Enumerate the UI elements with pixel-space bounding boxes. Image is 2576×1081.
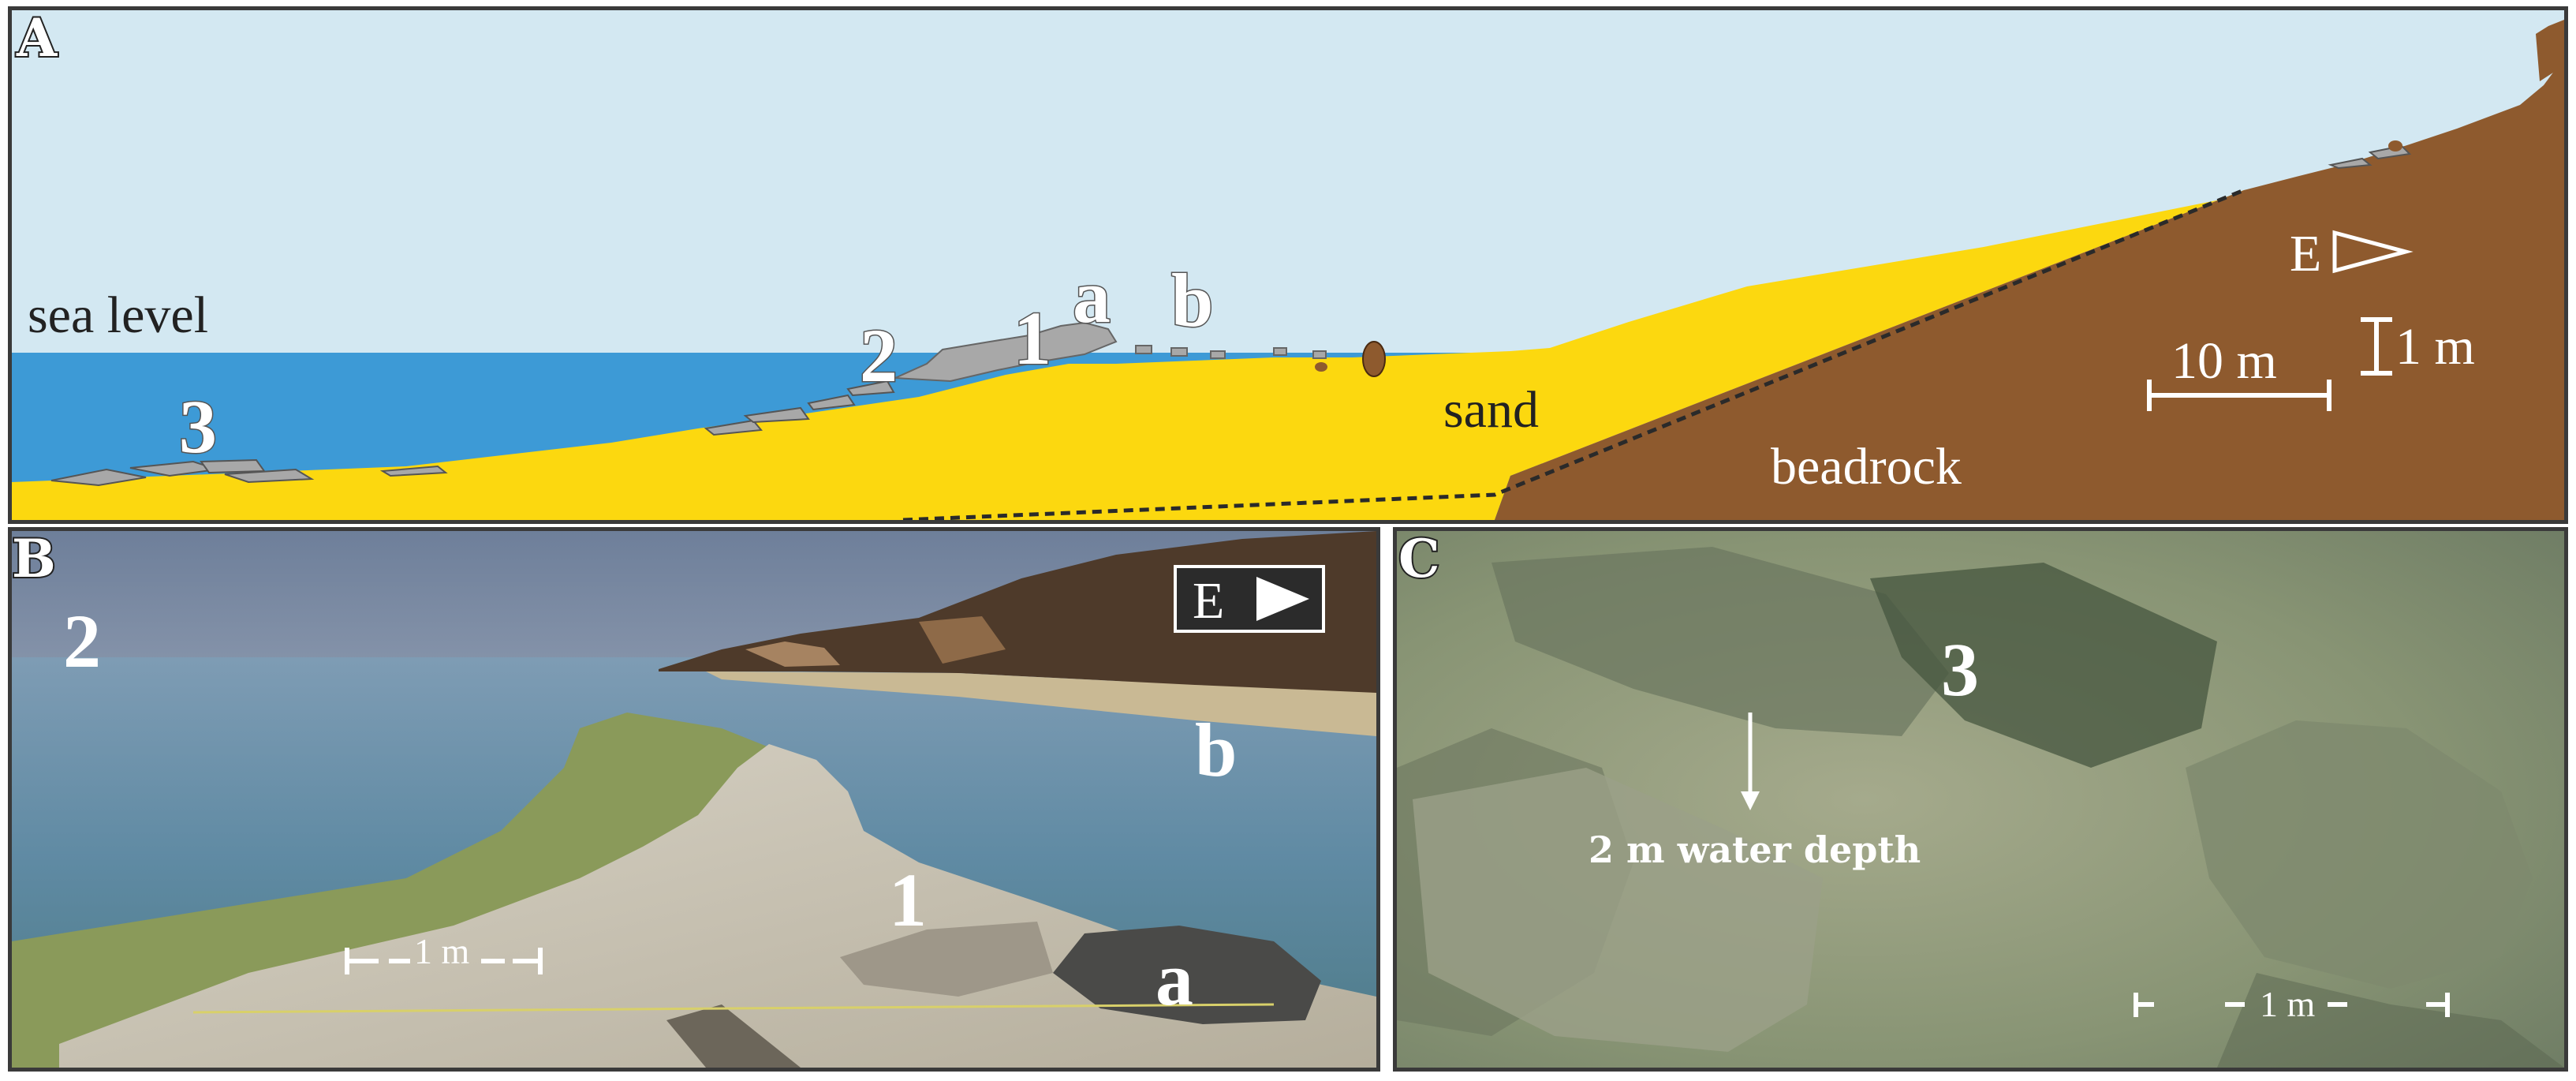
rock-slab-left <box>1413 768 1823 1052</box>
dark-rock-shadow <box>1870 563 2217 768</box>
bedrock-layer <box>1495 58 2564 520</box>
horizontal-scale-bar <box>2147 380 2331 411</box>
site-b-label: b <box>1195 708 1237 792</box>
direction-label: E <box>2290 225 2321 282</box>
sand-label: sand <box>1443 381 1539 439</box>
sand-layer <box>12 176 2378 520</box>
rock-slabs-site-3 <box>50 458 448 487</box>
underwater-photo: C 3 2 m water depth 1 m <box>1397 531 2564 1068</box>
small-rocks-site-b <box>1135 345 1327 359</box>
panel-letter-a: A <box>16 10 58 69</box>
site-a-label: a <box>1073 254 1111 339</box>
bedrock-contact-line <box>902 188 2245 520</box>
scale-bar <box>345 948 543 974</box>
site-1-label: 1 <box>889 858 927 942</box>
site-a-label: a <box>1155 937 1193 1021</box>
site-b-label: b <box>1171 258 1213 342</box>
direction-indicator: E <box>2290 225 2414 282</box>
panel-a-cross-section: A sea level 3 2 1 a b sand beadrock E 10… <box>8 6 2568 524</box>
shore-photo: B 2 b 1 a E 1 m <box>12 531 1376 1068</box>
site-1-label: 1 <box>1014 296 1051 380</box>
scale-label: 1 m <box>2260 984 2316 1024</box>
vertical-scale-bar <box>2361 317 2392 376</box>
rock-mound-site-1 <box>894 321 1118 383</box>
cross-section-diagram: A sea level 3 2 1 a b sand beadrock E 10… <box>12 10 2564 520</box>
site-3-label: 3 <box>1941 627 1979 712</box>
water-depth-label: 2 m water depth <box>1589 829 1921 871</box>
sea-level-label: sea level <box>28 286 208 344</box>
rock-slabs-site-2 <box>704 380 895 436</box>
horizontal-scale-label: 10 m <box>2171 332 2277 390</box>
rock-slabs <box>666 922 1321 1068</box>
direction-arrow-icon <box>2332 230 2414 274</box>
beach <box>706 671 1376 736</box>
scale-label: 1 m <box>414 931 470 971</box>
rock-slab-right <box>2186 720 2533 989</box>
direction-arrow-icon <box>1256 577 1309 621</box>
panel-letter-b: B <box>12 531 56 589</box>
site-2-label: 2 <box>63 599 101 683</box>
site-2-label: 2 <box>860 313 898 398</box>
bedrock-label: beadrock <box>1771 438 1962 496</box>
direction-label: E <box>1193 572 1224 630</box>
site-3-label: 3 <box>179 384 217 469</box>
vertical-scale-label: 1 m <box>2395 318 2475 376</box>
scale-bar <box>2134 993 2450 1017</box>
panel-b-shore-photo: B 2 b 1 a E 1 m <box>8 527 1380 1072</box>
pebble <box>1362 341 1386 377</box>
beachrock-platform <box>59 744 1376 1068</box>
water-depth-arrow-icon <box>1741 713 1760 810</box>
panel-letter-c: C <box>1398 531 1440 589</box>
panel-c-underwater-photo: C 3 2 m water depth 1 m <box>1393 527 2568 1072</box>
